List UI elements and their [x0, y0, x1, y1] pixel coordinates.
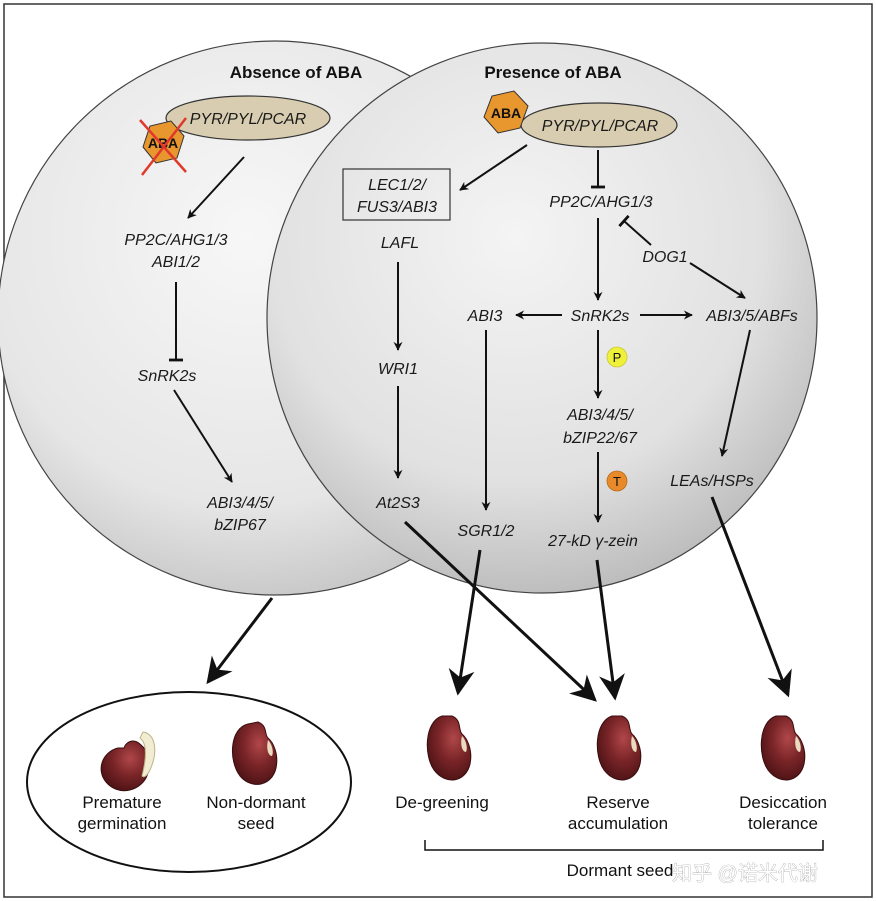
absence-arrow-snrk2s-abi — [173, 389, 233, 483]
arrow-zein-reserve — [595, 559, 625, 701]
seed-degreening — [426, 715, 472, 781]
arrow-receptor-lec — [459, 144, 528, 191]
inhibit-dog1-pp2c — [618, 214, 652, 246]
caption-degreening: De-greening — [395, 793, 489, 812]
caption-desiccation-line2: tolerance — [748, 814, 818, 833]
t-badge-label: T — [613, 474, 621, 489]
caption-dormant: Dormant seed — [567, 861, 674, 880]
watermark: 知乎 @诺米代谢 — [672, 862, 818, 885]
wri1: WRI1 — [378, 361, 418, 378]
absence-receptor — [165, 95, 331, 141]
p-badge-label: P — [613, 350, 622, 365]
presence-sphere — [266, 42, 818, 594]
absence-pp2c-line1: PP2C/AHG1/3 — [124, 232, 227, 249]
seed-nondormant — [231, 721, 278, 785]
sgr: SGR1/2 — [458, 523, 515, 540]
caption-desiccation-line1: Desiccation — [739, 793, 827, 812]
lec-line2: FUS3/ABI3 — [357, 199, 437, 216]
at2s3: At2S3 — [375, 495, 420, 512]
presence-receptor-label: PYR/PYL/PCAR — [542, 118, 659, 135]
zein: 27-kD γ-zein — [547, 533, 638, 550]
lec-line1: LEC1/2/ — [368, 177, 427, 194]
dormant-bracket — [424, 840, 824, 851]
arrow-leas-desiccation — [710, 496, 792, 698]
presence-abfs: ABI3/5/ABFs — [705, 308, 798, 325]
arrow-at2s3-reserve — [403, 520, 597, 702]
presence-title: Presence of ABA — [484, 63, 621, 82]
dog1: DOG1 — [642, 249, 687, 266]
t-badge — [606, 470, 628, 492]
leas: LEAs/HSPs — [670, 473, 754, 490]
lec-box — [342, 168, 451, 221]
p-badge — [606, 346, 628, 368]
presence-abi-line1: ABI3/4/5/ — [566, 407, 634, 424]
nondormant-group-ellipse — [26, 691, 352, 873]
lafl: LAFL — [381, 235, 419, 252]
absence-pp2c-line2: ABI1/2 — [151, 254, 200, 271]
absence-arrow-receptor-pp2c — [187, 156, 245, 219]
arrow-abfs-leas — [719, 329, 751, 457]
arrow-absence-outcome — [206, 597, 274, 685]
absence-title: Absence of ABA — [230, 63, 363, 82]
absence-aba-cross-b — [141, 117, 187, 176]
arrow-dog1-abfs — [689, 262, 746, 299]
caption-reserve-line2: accumulation — [568, 814, 668, 833]
absence-snrk2s: SnRK2s — [138, 368, 197, 385]
absence-receptor-label: PYR/PYL/PCAR — [190, 111, 307, 128]
absence-aba-hexagon — [142, 120, 185, 164]
seed-reserve — [596, 715, 642, 781]
presence-snrk2s: SnRK2s — [571, 308, 630, 325]
presence-abi3: ABI3 — [467, 308, 503, 325]
absence-abi-line2: bZIP67 — [214, 517, 267, 534]
caption-reserve-line1: Reserve — [586, 793, 649, 812]
caption-premature-line1: Premature — [82, 793, 161, 812]
seed-desiccation — [760, 715, 806, 781]
presence-pp2c: PP2C/AHG1/3 — [549, 194, 652, 211]
arrow-sgr-degreening — [448, 549, 482, 696]
caption-nondormant-line2: seed — [238, 814, 275, 833]
caption-premature-line2: germination — [78, 814, 167, 833]
presence-aba-label: ABA — [491, 105, 521, 121]
presence-aba-hexagon — [483, 90, 529, 134]
seed-premature — [100, 731, 156, 792]
absence-abi-line1: ABI3/4/5/ — [206, 495, 274, 512]
caption-nondormant-line1: Non-dormant — [206, 793, 305, 812]
presence-abi-line2: bZIP22/67 — [563, 430, 638, 447]
